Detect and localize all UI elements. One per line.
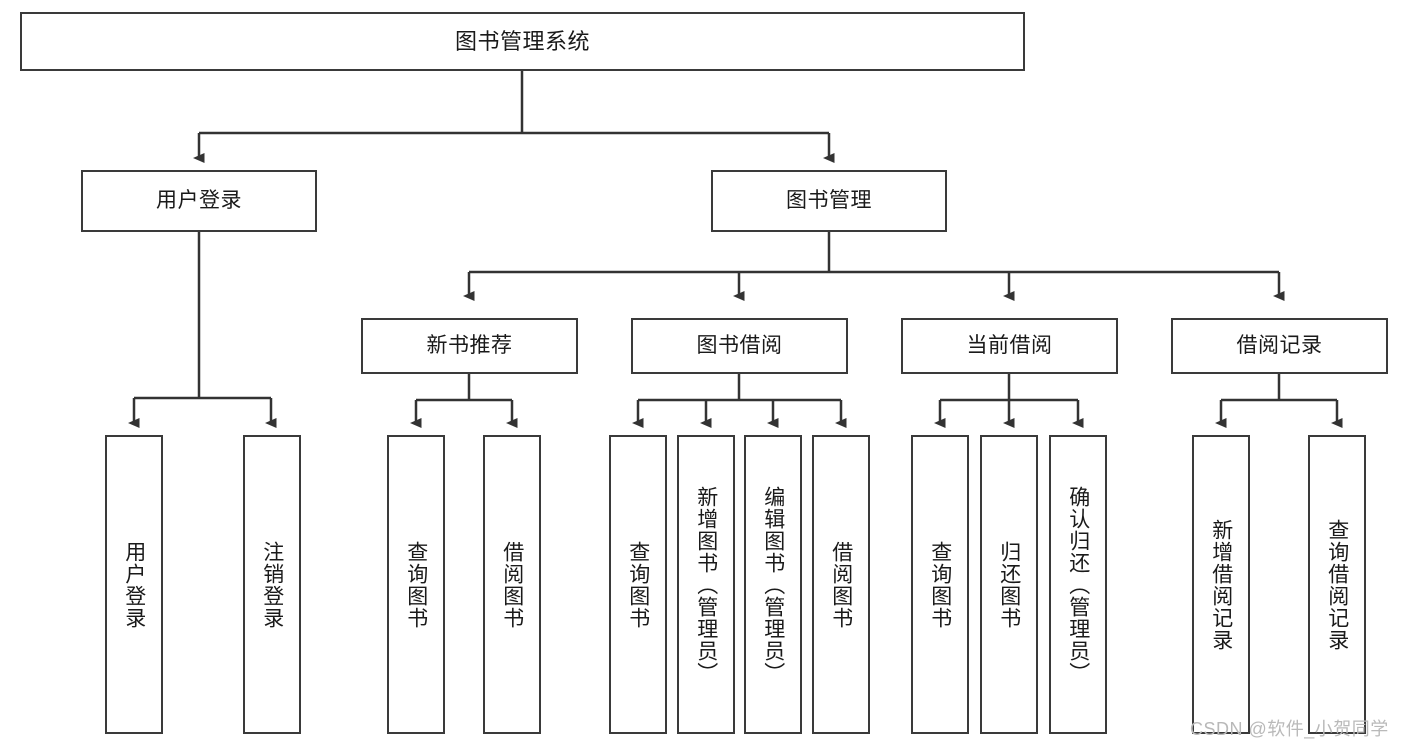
node-leaf-borrow-book-1-label: 借阅图书 bbox=[500, 540, 524, 629]
node-root-system-label: 图书管理系统 bbox=[454, 28, 590, 54]
node-leaf-query-book-3-label: 查询图书 bbox=[928, 540, 952, 629]
node-book-borrow-label: 图书借阅 bbox=[696, 333, 783, 357]
node-borrow-record-label: 借阅记录 bbox=[1236, 333, 1323, 357]
node-leaf-query-book-1[interactable]: 查询图书 bbox=[387, 435, 445, 734]
node-leaf-edit-book-label: 编辑图书（管理员） bbox=[761, 485, 785, 684]
node-book-borrow[interactable]: 图书借阅 bbox=[631, 318, 848, 374]
node-leaf-query-book-1-label: 查询图书 bbox=[404, 540, 428, 629]
node-current-borrow-label: 当前借阅 bbox=[966, 333, 1053, 357]
node-book-management-label: 图书管理 bbox=[786, 188, 872, 212]
node-book-management[interactable]: 图书管理 bbox=[711, 170, 947, 232]
node-current-borrow[interactable]: 当前借阅 bbox=[901, 318, 1118, 374]
node-leaf-borrow-book-1[interactable]: 借阅图书 bbox=[483, 435, 541, 734]
node-leaf-query-record[interactable]: 查询借阅记录 bbox=[1308, 435, 1366, 734]
node-leaf-logout-label: 注销登录 bbox=[260, 540, 284, 629]
node-leaf-add-book-label: 新增图书（管理员） bbox=[694, 485, 718, 684]
node-borrow-record[interactable]: 借阅记录 bbox=[1171, 318, 1388, 374]
node-new-book-recommend-label: 新书推荐 bbox=[426, 333, 513, 357]
watermark-text: CSDN @软件_小贺同学 bbox=[1190, 719, 1389, 739]
node-leaf-query-record-label: 查询借阅记录 bbox=[1325, 518, 1349, 651]
node-leaf-add-book[interactable]: 新增图书（管理员） bbox=[677, 435, 735, 734]
node-user-login-label: 用户登录 bbox=[156, 188, 242, 212]
node-leaf-return-book-label: 归还图书 bbox=[997, 540, 1021, 629]
node-leaf-confirm-return[interactable]: 确认归还（管理员） bbox=[1049, 435, 1107, 734]
node-leaf-query-book-3[interactable]: 查询图书 bbox=[911, 435, 969, 734]
node-new-book-recommend[interactable]: 新书推荐 bbox=[361, 318, 578, 374]
node-leaf-return-book[interactable]: 归还图书 bbox=[980, 435, 1038, 734]
node-leaf-add-record[interactable]: 新增借阅记录 bbox=[1192, 435, 1250, 734]
node-user-login[interactable]: 用户登录 bbox=[81, 170, 317, 232]
node-root-system[interactable]: 图书管理系统 bbox=[20, 12, 1025, 71]
node-leaf-query-book-2[interactable]: 查询图书 bbox=[609, 435, 667, 734]
node-leaf-add-record-label: 新增借阅记录 bbox=[1209, 518, 1233, 651]
node-leaf-borrow-book-2-label: 借阅图书 bbox=[829, 540, 853, 629]
node-leaf-user-login[interactable]: 用户登录 bbox=[105, 435, 163, 734]
node-leaf-user-login-label: 用户登录 bbox=[122, 540, 146, 629]
node-leaf-query-book-2-label: 查询图书 bbox=[626, 540, 650, 629]
node-leaf-edit-book[interactable]: 编辑图书（管理员） bbox=[744, 435, 802, 734]
node-leaf-logout[interactable]: 注销登录 bbox=[243, 435, 301, 734]
node-leaf-confirm-return-label: 确认归还（管理员） bbox=[1066, 485, 1090, 684]
node-leaf-borrow-book-2[interactable]: 借阅图书 bbox=[812, 435, 870, 734]
